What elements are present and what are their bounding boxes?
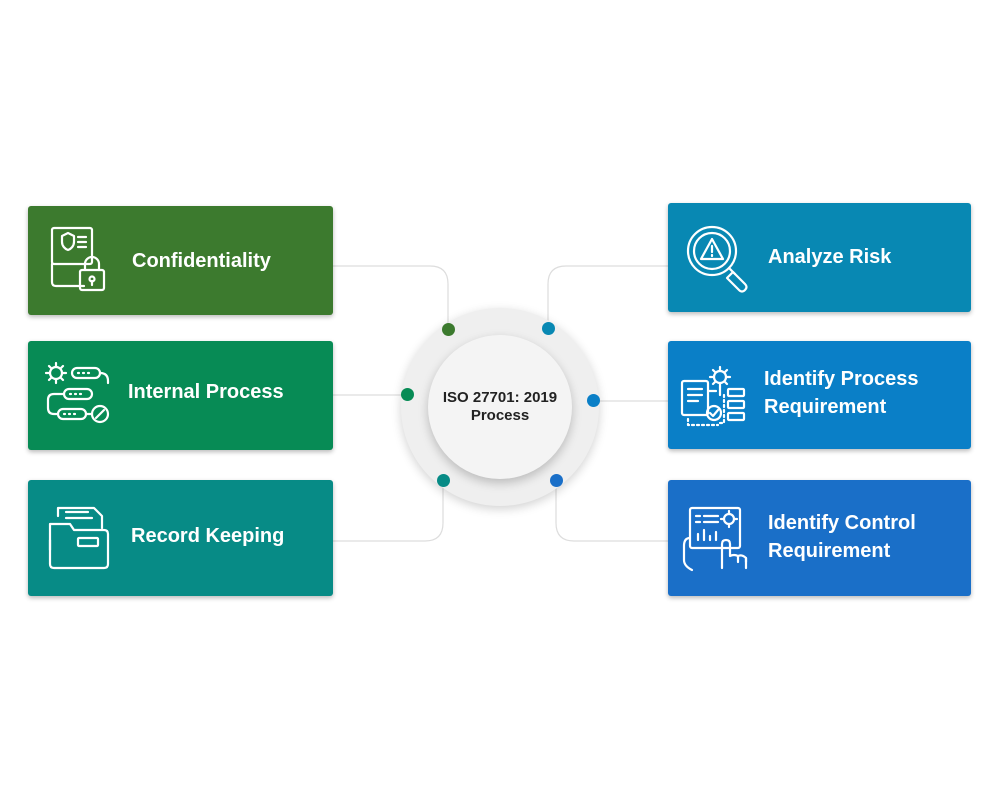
hub-center: ISO 27701: 2019 Process <box>428 335 572 479</box>
warning-magnifier-icon <box>682 223 754 295</box>
connector-confidentiality <box>333 265 449 330</box>
card-record-keeping[interactable]: Record Keeping <box>28 480 333 596</box>
touch-screen-gear-icon <box>682 504 754 576</box>
dot-confidentiality <box>442 323 455 336</box>
dot-internal-process <box>401 388 414 401</box>
hub-title-line2: Process <box>470 407 530 424</box>
dot-identify-control <box>550 474 563 487</box>
card-analyze-risk[interactable]: Analyze Risk <box>668 203 971 312</box>
card-label-internal-process: Internal Process <box>128 381 284 403</box>
connector-identify-control <box>555 481 668 542</box>
card-label-record-keeping: Record Keeping <box>131 525 285 547</box>
card-internal-process[interactable]: Internal Process <box>28 341 333 450</box>
connector-record-keeping <box>333 481 444 542</box>
gear-flowchart-icon <box>42 359 114 431</box>
card-label-identify-process-requirement: Identify Process Requirement <box>764 368 919 418</box>
connector-analyze-risk <box>547 265 668 329</box>
dot-record-keeping <box>437 474 450 487</box>
card-label-confidentiality: Confidentiality <box>132 250 271 272</box>
secure-folder-lock-icon <box>46 224 118 296</box>
card-label-identify-control-requirement: Identify Control Requirement <box>768 512 916 562</box>
file-folder-icon <box>44 502 116 574</box>
card-identify-process-requirement[interactable]: Identify Process Requirement <box>668 341 971 449</box>
hub-title-line1: ISO 27701: 2019 <box>442 389 558 406</box>
card-identify-control-requirement[interactable]: Identify Control Requirement <box>668 480 971 596</box>
card-label-analyze-risk: Analyze Risk <box>768 246 892 268</box>
card-confidentiality[interactable]: Confidentiality <box>28 206 333 315</box>
document-gear-flow-icon <box>678 361 750 433</box>
dot-identify-process <box>587 394 600 407</box>
dot-analyze-risk <box>542 322 555 335</box>
